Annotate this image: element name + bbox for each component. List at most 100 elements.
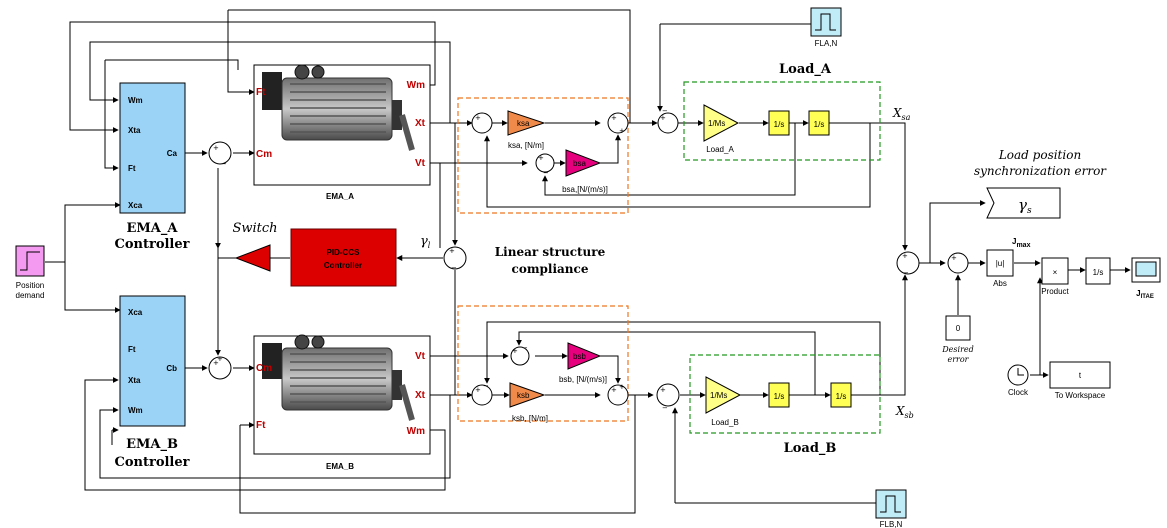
load-a-integrator-2[interactable]: 1/s [808,110,830,136]
jitae-symbol: JITAE [1136,289,1154,300]
pid-ccs-controller-block[interactable]: PID-CCS Controller [290,228,397,287]
svg-text:−: − [543,169,549,177]
ksb-block-label: ksb [517,391,530,400]
ema-b-block[interactable]: Cm Ft Vt Xt Wm [253,334,431,455]
svg-text:+: + [619,383,625,391]
sync-error-line-2: synchronization error [974,164,1107,178]
ema-a-label: EMA_A [326,192,354,201]
svg-text:+: + [951,254,957,262]
bsb-gain-block[interactable]: bsb [567,342,602,370]
ctrl-b-port-xca: Xca [128,308,143,317]
load-a-mass-block[interactable]: 1/Ms [703,104,740,142]
svg-text:+: + [475,386,481,394]
svg-text:+: + [217,355,223,363]
product-block[interactable]: × [1041,257,1069,285]
position-demand-label-2: demand [16,291,45,300]
load-b-mass-label: 1/Ms [710,391,727,400]
ctrl-b-port-cb: Cb [166,364,177,373]
bsa-gain-block[interactable]: bsa [565,149,602,177]
ema-a-block[interactable]: Ft Cm Wm Xt Vt [253,64,431,186]
sum-spring-a: +− [471,112,493,137]
fla-source-block[interactable]: FLA,N [810,7,842,48]
ema-a-controller-block[interactable]: Wm Xta Ft Xca Ca [119,82,186,214]
spring-damper-b-group [457,305,629,422]
load-a-title: Load_A [779,62,832,77]
ema-a-motor-image [262,64,415,151]
ema-b-port-ft: Ft [256,420,266,431]
load-a-integrator-1[interactable]: 1/s [768,110,790,136]
signal-wires [45,9,1131,514]
sum-gamma-l: +− [443,246,467,272]
linear-compliance-line-1: Linear structure [495,245,606,259]
svg-text:+: + [538,154,544,162]
to-workspace-caption: To Workspace [1055,391,1106,400]
sum-load-b: +− [656,383,680,412]
jitae-scope-block[interactable]: JITAE [1131,257,1161,300]
load-b-int2-label: 1/s [836,392,847,401]
ema-a-controller-title-1: EMA_A [127,221,179,236]
sum-damper-a: +− [535,153,555,177]
ksb-gain-block[interactable]: ksb [509,382,546,408]
svg-text:+: + [619,127,625,135]
switch-gain-block[interactable] [234,244,271,272]
svg-text:−: − [451,264,457,272]
bsa-caption: bsa,[N/(m/s)] [562,185,608,194]
svg-text:+: + [660,386,666,394]
xsa-symbol: Xsa [892,106,911,122]
ema-a-port-wm: Wm [407,80,425,91]
abs-caption: Abs [993,279,1007,288]
svg-text:+: + [213,359,219,367]
load-b-integrator-1[interactable]: 1/s [768,382,790,408]
ksa-gain-block[interactable]: ksa [507,110,546,136]
svg-text:−: − [483,382,489,390]
ctrl-a-port-wm: Wm [128,96,143,105]
load-a-mass-caption: Load_A [706,145,734,154]
ctrl-b-port-wm: Wm [128,406,143,415]
gamma-s-symbol: γs [1018,196,1032,216]
svg-text:−: − [662,404,668,412]
load-a-mass-label: 1/Ms [708,119,725,128]
ctrl-a-port-xca: Xca [128,201,143,210]
svg-text:+: + [449,247,455,255]
fla-label: FLA,N [815,39,838,48]
product-caption: Product [1041,287,1069,296]
to-workspace-block[interactable]: t [1049,361,1111,389]
desired-error-block[interactable]: 0 [945,315,971,341]
gamma-s-display-block[interactable]: γs [986,187,1061,219]
sum-force-a: ++ [607,112,629,135]
sum-damper-b: +− [510,344,530,366]
flb-source-block[interactable]: FLB,N [875,489,907,528]
load-b-title: Load_B [784,441,837,456]
sync-error-line-1: Load position [998,148,1081,162]
svg-text:+: + [902,252,908,260]
load-b-integrator-2[interactable]: 1/s [830,382,852,408]
linear-compliance-line-2: compliance [512,262,589,276]
sum-load-a: +− [657,107,679,134]
svg-text:+: + [611,386,617,394]
position-demand-block[interactable]: Position demand [15,245,45,300]
load-b-mass-caption: Load_B [711,418,739,427]
integrator-j-block[interactable]: 1/s [1085,257,1111,285]
flb-label: FLB,N [880,520,903,528]
load-b-mass-block[interactable]: 1/Ms [705,376,742,414]
svg-text:+: + [660,114,666,122]
ksa-block-label: ksa [517,119,530,128]
sum-force-b: ++ [607,383,629,406]
sum-controller-a: +− [208,141,232,168]
gamma-l-symbol: γl [420,234,431,250]
abs-block-label: |u| [996,259,1005,268]
svg-text:−: − [903,269,909,277]
ema-a-port-ft: Ft [256,87,266,98]
switch-label: Switch [232,221,277,236]
bsb-block-label: bsb [573,352,586,361]
ema-b-controller-block[interactable]: Xca Ft Xta Wm Cb [119,295,186,427]
ctrl-a-port-ft: Ft [128,164,136,173]
ema-b-port-cm: Cm [256,363,272,374]
clock-block[interactable] [1007,364,1029,386]
sync-error-sum: +− [896,251,920,277]
svg-text:+: + [611,114,617,122]
svg-text:−: − [522,344,528,352]
integrator-j-label: 1/s [1093,268,1104,277]
abs-block[interactable]: |u| [986,249,1014,277]
